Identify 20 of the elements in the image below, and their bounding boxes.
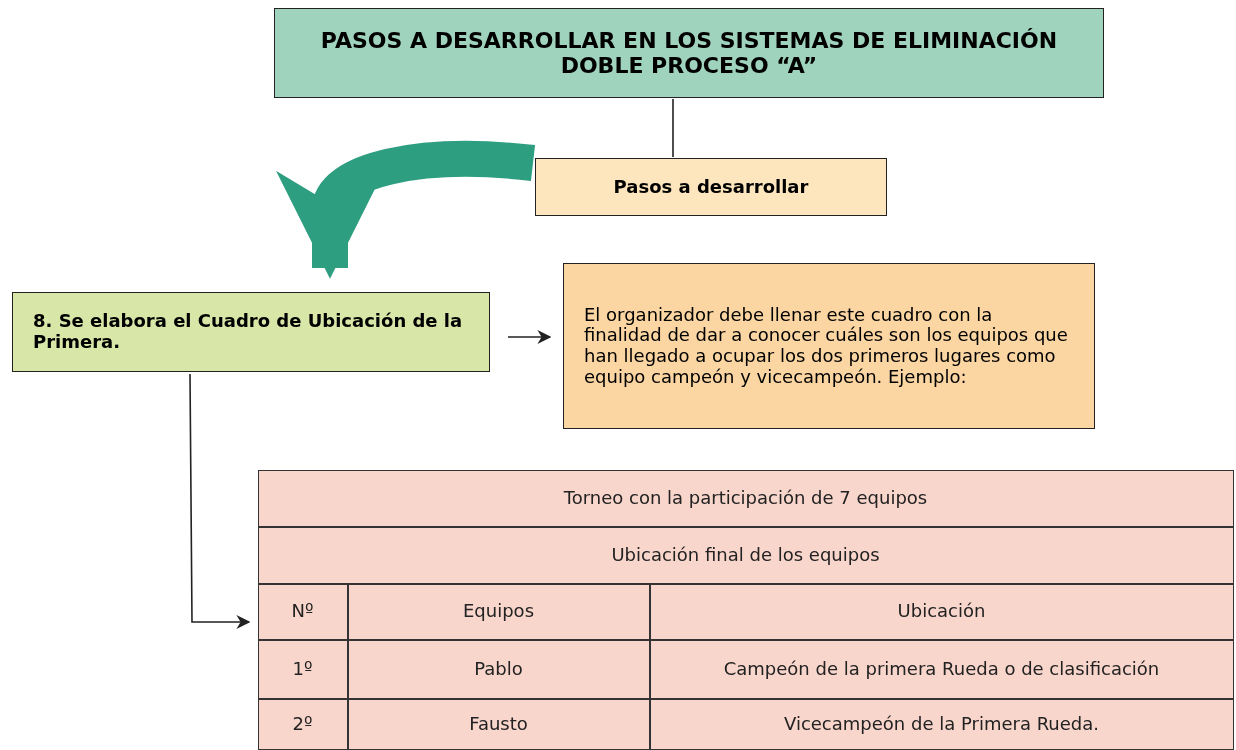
step-box: Pasos a desarrollar <box>535 158 887 216</box>
note-box: El organizador debe llenar este cuadro con la finalidad de dar a conocer cuáles son los equipos que han llegado a ocupar los dos primeros lugares como equipo campeón y vicecampeón. Ejemplo: <box>563 263 1095 429</box>
arrow <box>189 373 251 629</box>
placement-text: Campeón de la primera Rueda o de clasificación <box>649 639 1234 699</box>
column-header: Nº <box>257 583 348 640</box>
column-header: Ubicación <box>649 583 1234 640</box>
results-table <box>258 470 1234 750</box>
curved-arrow <box>276 141 535 279</box>
arrow <box>507 330 552 344</box>
table-subtitle: Ubicación final de los equipos <box>257 526 1234 584</box>
team-name: Fausto <box>347 698 650 750</box>
row-number: 1º <box>257 639 348 699</box>
row-number: 2º <box>257 698 348 750</box>
title-box: PASOS A DESARROLLAR EN LOS SISTEMAS DE ELIMINACIÓN DOBLE PROCESO “A” <box>274 8 1104 98</box>
placement-text: Vicecampeón de la Primera Rueda. <box>649 698 1234 750</box>
column-header: Equipos <box>347 583 650 640</box>
connector-line <box>672 98 674 158</box>
team-name: Pablo <box>347 639 650 699</box>
table-title: Torneo con la participación de 7 equipos <box>257 469 1234 527</box>
step-box: 8. Se elabora el Cuadro de Ubicación de la Primera. <box>12 292 490 372</box>
